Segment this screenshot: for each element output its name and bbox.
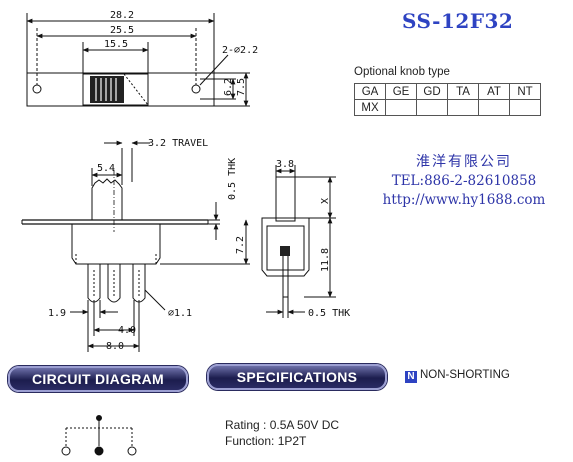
dim-mount-span: 25.5 (110, 25, 134, 36)
knob-cell: GD (416, 83, 448, 100)
slot-outline (82, 73, 149, 106)
knob-cell (385, 99, 417, 116)
dim-pin-span: 8.0 (106, 341, 124, 352)
company-name: 淮洋有限公司 (416, 154, 512, 170)
front-view (21, 140, 250, 352)
dim-slot-length: 15.5 (104, 39, 128, 50)
knob-top (90, 76, 124, 103)
dim-height-inner: 6.2 (223, 78, 234, 96)
knob-cell: NT (509, 83, 541, 100)
knob-cell: TA (447, 83, 479, 100)
common-terminal (94, 446, 104, 456)
company-url[interactable]: http://www.hy1688.com (382, 192, 546, 208)
dim-pin-pitch: 4.0 (118, 325, 136, 336)
knob-type-label: Optional knob type (354, 66, 450, 78)
dim-side-height: 11.8 (320, 248, 331, 272)
company-tel: TEL:886-2-82610858 (391, 173, 537, 189)
dim-overall-length: 28.2 (110, 10, 134, 21)
spec-rating: Rating : 0.5A 50V DC (225, 418, 340, 432)
company-info: 淮洋有限公司 TEL:886-2-82610858 http://www.hy1… (364, 153, 564, 210)
product-title: SS-12F32 (402, 9, 514, 33)
knob-cell: GE (385, 83, 417, 100)
knob-cell (478, 99, 510, 116)
dim-hole-dia: 2-∅2.2 (222, 45, 258, 56)
mount-hole-right (191, 84, 201, 94)
dim-side-thickness: 0.5 THK (308, 308, 350, 319)
dim-side-knob: 3.8 (276, 159, 294, 170)
contact-dot (96, 415, 102, 421)
dim-side-x: X (320, 198, 331, 204)
dim-pin-offset: 1.9 (48, 308, 66, 319)
circuit-diagram-heading: CIRCUIT DIAGRAM (8, 366, 188, 392)
knob-cell: AT (478, 83, 510, 100)
knob-cell: MX (354, 99, 386, 116)
table-row: GA GE GD TA AT NT (354, 83, 541, 100)
top-view (26, 13, 250, 107)
dim-body-height: 7.2 (235, 236, 246, 254)
knob-type-table: GA GE GD TA AT NT MX (354, 83, 541, 116)
circuit-schematic (61, 415, 137, 456)
knob-profile (91, 178, 123, 221)
pin-center (107, 264, 121, 303)
spec-function: Function: 1P2T (225, 434, 307, 448)
side-knob (275, 176, 296, 222)
dim-travel: 3.2 TRAVEL (148, 138, 208, 149)
knob-cell (416, 99, 448, 116)
front-body (71, 224, 161, 265)
dim-front-thickness: 0.5 THK (227, 158, 238, 200)
top-view-frame (26, 72, 215, 107)
non-shorting-text: NON-SHORTING (420, 369, 510, 381)
n-logo-icon: N (405, 371, 417, 383)
side-view (261, 165, 336, 318)
mount-hole-left (32, 84, 42, 94)
side-contact (280, 246, 290, 256)
knob-cell (509, 99, 541, 116)
knob-cell (447, 99, 479, 116)
dim-height-outer: 7.5 (236, 78, 247, 96)
terminal-left (61, 446, 71, 456)
dim-pin-dia: ∅1.1 (168, 308, 192, 319)
knob-cell: GA (354, 83, 386, 100)
dim-knob-width: 5.4 (97, 163, 115, 174)
specifications-heading: SPECIFICATIONS (207, 364, 387, 390)
terminal-right (127, 446, 137, 456)
table-row: MX (354, 99, 541, 116)
